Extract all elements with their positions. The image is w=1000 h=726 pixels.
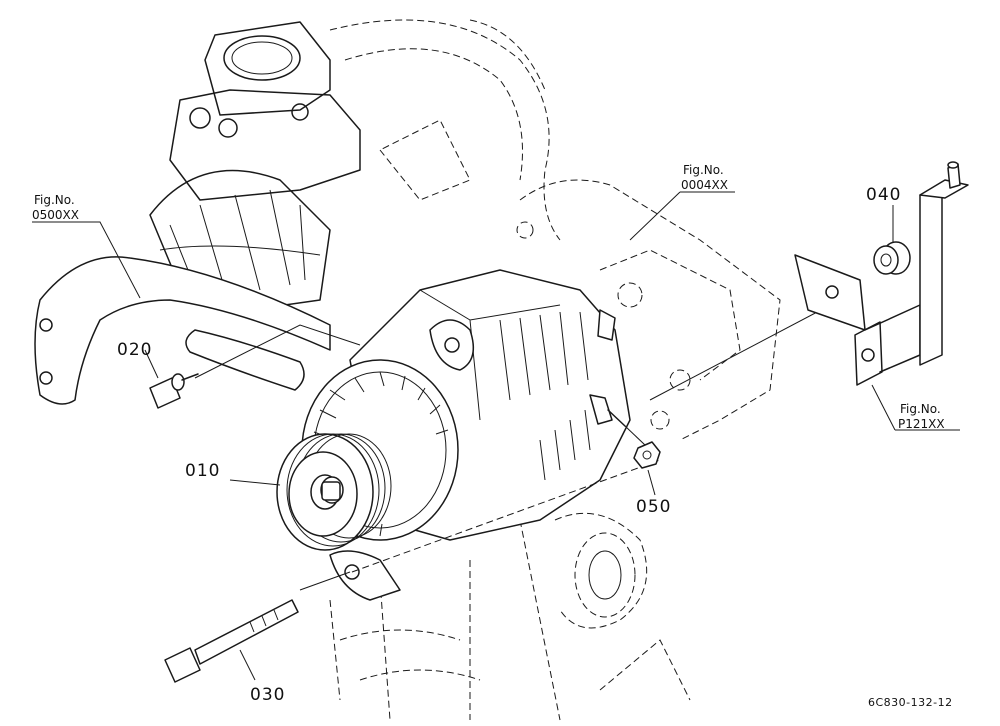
part-label-050: 050 [636,497,671,517]
part-label-040: 040 [866,185,901,205]
fig-ref-p121-code: P121XX [898,417,945,431]
stay-bracket [794,161,969,386]
drawing-code: 6C830-132-12 [868,696,953,709]
fig-ref-0004-code: 0004XX [681,178,728,192]
bolt-020 [149,373,199,409]
part-label-020: 020 [117,340,152,360]
engine-block-outline [149,19,781,721]
fig-ref-0500-title: Fig.No. [34,193,75,207]
spacer-040 [873,241,911,275]
fig-ref-p121-title: Fig.No. [900,402,941,416]
nut-050 [633,441,661,469]
part-label-010: 010 [185,461,220,481]
leader-lines [32,191,960,681]
part-label-030: 030 [250,685,285,705]
bolt-030 [164,599,299,683]
alignment-lines [194,299,841,591]
fig-ref-0004-title: Fig.No. [683,163,724,177]
tension-bracket [34,256,331,405]
alternator-illustration [276,269,631,601]
fig-ref-0500-code: 0500XX [32,208,79,222]
